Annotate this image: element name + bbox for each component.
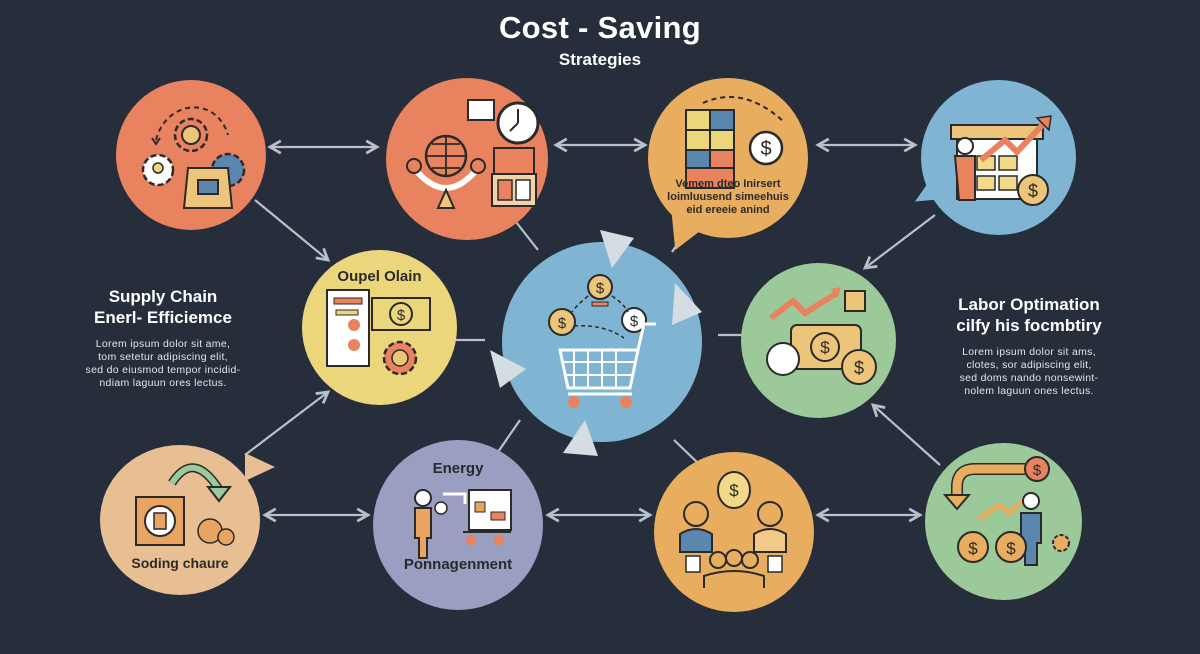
- svg-text:$: $: [729, 481, 739, 500]
- node-label-top: Energy: [432, 460, 484, 477]
- gears-machine-icon: [141, 106, 246, 209]
- diagram-subtitle: Strategies: [558, 50, 642, 69]
- svg-text:$: $: [820, 338, 830, 357]
- side-body-line: Lorem ipsum dolor sit ams,: [962, 346, 1096, 358]
- svg-text:$: $: [1028, 181, 1038, 201]
- side-heading-line1: Supply Chain: [108, 287, 218, 306]
- machine-cycle-icon: [135, 463, 235, 546]
- svg-text:$: $: [968, 539, 978, 558]
- svg-text:$: $: [596, 280, 605, 297]
- side-body-line: ndiam laguun ores lectus.: [99, 377, 227, 389]
- side-block-right: Labor Optimation cilfy his focmbtiry Lor…: [926, 294, 1132, 398]
- side-body-line: clotes, sor adipiscing elit,: [966, 359, 1092, 371]
- diagram-title: Cost - Saving: [499, 10, 701, 45]
- speech-pointer: [245, 453, 275, 481]
- node-label: Oupel Olain: [337, 268, 422, 285]
- node-label-bottom: Ponnagenment: [403, 556, 513, 573]
- node-energy-management: Energy Ponnagenment: [373, 440, 543, 610]
- node-label: Soding chaure: [131, 555, 229, 571]
- side-heading-line1: Labor Optimation: [958, 295, 1100, 314]
- side-block-left: Supply Chain Enerl- Efficiemce Lorem ips…: [58, 286, 268, 390]
- svg-text:$: $: [1006, 539, 1016, 558]
- node-inventory-spend: $ Vemem dteo Inirsert loimluusend simeeh…: [648, 78, 808, 257]
- svg-text:$: $: [397, 307, 406, 324]
- svg-text:$: $: [1033, 462, 1042, 479]
- side-body-line: tom setetur adipiscing elit,: [98, 351, 228, 363]
- node-label: Vemem dteo Inirsert loimluusend simeehui…: [667, 178, 789, 216]
- node-global-sourcing: [386, 78, 548, 240]
- svg-text:$: $: [630, 313, 639, 330]
- svg-text:$: $: [854, 358, 864, 378]
- globe-scale-icon: [406, 99, 540, 209]
- side-body-line: nolem laguun ones lectus.: [964, 385, 1094, 397]
- side-body-line: sed doms nando nonsewint-: [959, 372, 1099, 384]
- node-process-automation: [116, 80, 266, 230]
- node-labor-investment: $ $ $: [925, 443, 1082, 600]
- node-revenue-growth: $ $: [741, 263, 896, 418]
- side-body-line: Lorem ipsum dolor sit ame,: [95, 338, 231, 350]
- node-sourcing-change: Soding chaure: [100, 445, 275, 595]
- side-body-line: sed do eiusmod tempor incidid-: [85, 364, 241, 376]
- shopping-cart-dollar-icon: $ $ $: [548, 274, 656, 408]
- side-heading-line2: Enerl- Efficiemce: [94, 308, 232, 327]
- side-heading-line2: cilfy his focmbtiry: [956, 316, 1102, 335]
- node-team-ideas: $: [654, 452, 814, 612]
- store-growth-icon: $: [950, 115, 1052, 206]
- grid-chart-dollar-icon: $: [685, 96, 784, 189]
- money-trend-icon: $ $: [766, 287, 877, 385]
- node-budget-plan: Oupel Olain $: [302, 250, 457, 405]
- svg-text:$: $: [760, 138, 771, 160]
- worker-cart-icon: [414, 489, 512, 559]
- svg-text:$: $: [558, 315, 567, 332]
- person-return-icon: $ $ $: [942, 456, 1070, 566]
- document-money-gear-icon: $: [326, 289, 431, 376]
- node-retail-growth: $: [908, 80, 1076, 235]
- team-idea-icon: $: [679, 471, 787, 588]
- node-center-hub: $ $ $: [502, 242, 702, 442]
